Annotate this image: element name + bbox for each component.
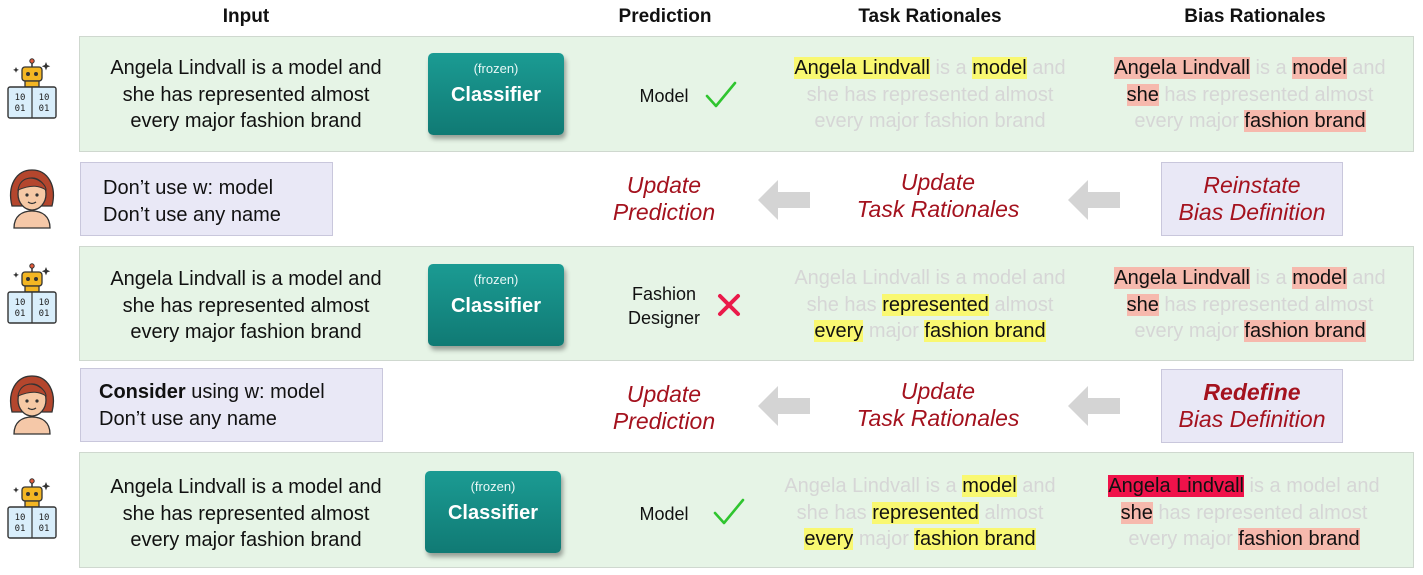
svg-text:01: 01 [39,309,50,319]
frozen-label: (frozen) [473,272,519,287]
input-text-3: Angela Lindvall is a model and she has r… [110,476,382,551]
check-icon [705,81,737,108]
header-input: Input [222,6,270,27]
frozen-label: (frozen) [473,61,519,76]
update-task-rationales-label-2: Update Task Rationales [856,378,1020,431]
reinstate-bias-definition-box: Reinstate Bias Definition [1161,162,1343,236]
classifier-box-1: (frozen) Classifier [428,53,564,135]
model-row-2 [79,246,1414,361]
header-prediction: Prediction [618,6,712,27]
svg-text:10: 10 [15,513,26,523]
svg-text:01: 01 [39,524,50,534]
update-prediction-label-1: Update Prediction [612,172,716,225]
svg-text:10: 10 [39,298,50,308]
classifier-box-2: (frozen) Classifier [428,264,564,346]
arrow-left-icon [758,180,810,220]
header-task-rationales: Task Rationales [858,6,1002,27]
robot-icon: 10 01 10 01 [7,263,57,324]
task-rationale-1: Angela Lindvall is a model and she has r… [794,57,1066,132]
feedback-box-1: Don’t use w: model Don’t use any name [80,162,333,236]
update-prediction-label-2: Update Prediction [612,381,716,434]
arrow-left-icon [758,386,810,426]
svg-text:10: 10 [39,513,50,523]
prediction-1: Model [639,86,689,106]
bias-rationale-2: Angela Lindvall is a model and she has r… [1114,267,1386,342]
header-bias-rationales: Bias Rationales [1184,6,1326,27]
svg-text:10: 10 [39,93,50,103]
svg-text:10: 10 [15,93,26,103]
robot-icon: 10 01 10 01 [7,478,57,539]
svg-text:01: 01 [15,309,26,319]
bias-rationale-3: Angela Lindvall is a model and she has r… [1108,475,1380,550]
cross-icon [718,294,740,316]
svg-text:01: 01 [15,524,26,534]
classifier-label: Classifier [450,295,542,317]
svg-text:01: 01 [15,104,26,114]
input-text-1: Angela Lindvall is a model and she has r… [110,57,382,132]
classifier-label: Classifier [450,84,542,106]
model-row-1 [79,36,1414,152]
classifier-box-3: (frozen) Classifier [425,471,561,553]
task-rationale-3: Angela Lindvall is a model and she has r… [784,475,1056,550]
check-icon [713,498,745,525]
task-rationale-2: Angela Lindvall is a model and she has r… [794,267,1066,342]
input-text-2: Angela Lindvall is a model and she has r… [110,268,382,343]
prediction-2: Fashion Designer [627,284,701,328]
arrow-left-icon [1068,386,1120,426]
frozen-label: (frozen) [470,479,516,494]
classifier-label: Classifier [447,502,539,524]
arrow-left-icon [1068,180,1120,220]
update-task-rationales-label-1: Update Task Rationales [856,169,1020,222]
prediction-3: Model [639,504,689,524]
svg-text:01: 01 [39,104,50,114]
robot-icon: 10 01 10 01 [7,58,57,119]
person-icon [10,375,54,435]
redefine-bias-definition-box: Redefine Bias Definition [1161,369,1343,443]
svg-text:10: 10 [15,298,26,308]
person-icon [10,169,54,229]
feedback-box-2: Consider using w: model Don’t use any na… [80,368,383,442]
model-row-3 [79,452,1414,568]
bias-rationale-1: Angela Lindvall is a model and she has r… [1114,57,1386,132]
